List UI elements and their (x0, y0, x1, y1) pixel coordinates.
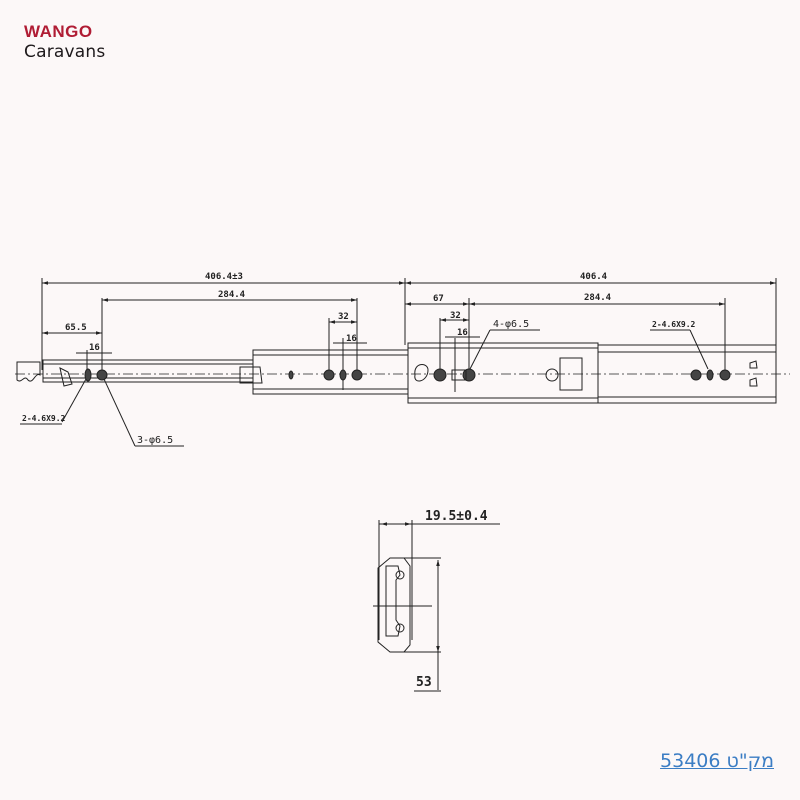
dim-pitch-right-32: 32 (450, 311, 461, 321)
side-view (15, 278, 790, 447)
sku-link[interactable]: מק"ט 53406 (660, 750, 774, 772)
logo-wordmark-top: WANGO (24, 22, 93, 41)
dim-offset-left: 65.5 (65, 323, 87, 333)
dim-offset-right: 67 (433, 294, 444, 304)
dim-pitch-mid-32: 32 (338, 312, 349, 322)
sku-number: 53406 (660, 750, 721, 772)
dim-overall-left: 406.4±3 (205, 272, 243, 282)
sku-label: מק"ט (726, 750, 774, 772)
callout-holes-mid: 4-φ6.5 (493, 319, 529, 330)
dim-pitch-left-16: 16 (89, 343, 100, 353)
logo-wordmark-bottom: Caravans (24, 42, 106, 62)
dim-overall-right: 406.4 (580, 272, 608, 282)
dim-hole-span-right: 284.4 (584, 293, 612, 303)
callout-holes-left: 3-φ6.5 (137, 435, 173, 446)
dim-section-height: 53 (416, 675, 432, 690)
dim-section-width: 19.5±0.4 (425, 509, 488, 524)
brand-logo: WANGO Caravans (24, 22, 134, 66)
dim-pitch-mid-16: 16 (346, 334, 357, 344)
dim-pitch-right-16: 16 (457, 328, 468, 338)
dim-hole-span-left: 284.4 (218, 290, 246, 300)
section-view (373, 520, 500, 692)
callout-slot-right: 2-4.6X9.2 (652, 320, 696, 329)
callout-slot-left: 2-4.6X9.2 (22, 414, 66, 423)
